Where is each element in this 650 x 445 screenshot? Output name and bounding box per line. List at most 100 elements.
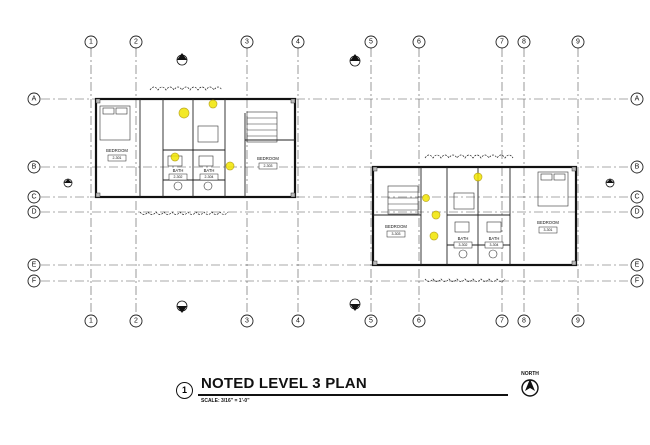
row-bubble-E-left: E: [27, 258, 41, 272]
section-marker-bottom-left: [176, 300, 188, 313]
svg-text:C: C: [31, 194, 36, 201]
revision-cloud-left-top: [149, 86, 223, 91]
stair-right: [387, 185, 419, 215]
section-marker-left-side: [63, 178, 73, 188]
column-bubble-6-bottom: 6: [412, 314, 426, 328]
svg-text:D: D: [31, 209, 36, 216]
drawing-scale: SCALE: 3/16" = 1'-0": [201, 398, 250, 404]
svg-text:1: 1: [89, 39, 93, 46]
section-marker-top-right: [349, 54, 361, 67]
row-bubbles-left: A B C D E F: [27, 92, 41, 288]
svg-text:BATH: BATH: [489, 236, 500, 241]
note-marker: [225, 161, 235, 171]
column-bubble-1-top: 1: [84, 35, 98, 49]
row-bubble-A-right: A: [630, 92, 644, 106]
room-tag-bedroom-3-303: BEDROOM 3-303: [385, 224, 407, 238]
svg-text:BEDROOM: BEDROOM: [106, 148, 128, 153]
svg-text:BEDROOM: BEDROOM: [385, 224, 407, 229]
svg-text:6: 6: [417, 39, 421, 46]
svg-text:3-303: 3-303: [392, 232, 401, 236]
bath-fixtures-left: [167, 125, 219, 191]
note-marker: [429, 231, 439, 241]
svg-text:2: 2: [134, 39, 138, 46]
note-marker: [208, 99, 218, 109]
north-arrow: NORTH: [516, 371, 544, 399]
column-bubble-2-top: 2: [129, 35, 143, 49]
floor-plan-left: BEDROOM 2-301 BEDROOM 2-303 BATH 2-302 B…: [94, 86, 297, 215]
row-bubble-A-left: A: [27, 92, 41, 106]
section-markers: [63, 53, 615, 313]
section-marker-right-side: [605, 178, 615, 188]
svg-text:3: 3: [245, 318, 249, 325]
revision-cloud-right-top: [424, 154, 514, 159]
svg-text:4: 4: [296, 318, 300, 325]
column-bubble-7-bottom: 7: [495, 314, 509, 328]
column-bubbles-bottom: 1 2 3 4 5 6 7 8 9: [84, 314, 585, 328]
column-bubble-6-top: 6: [412, 35, 426, 49]
svg-text:C: C: [634, 194, 639, 201]
svg-text:BATH: BATH: [204, 168, 215, 173]
row-bubble-F-right: F: [630, 274, 644, 288]
svg-text:B: B: [635, 164, 640, 171]
note-marker: [422, 194, 430, 202]
svg-text:BEDROOM: BEDROOM: [537, 220, 559, 225]
svg-text:8: 8: [522, 39, 526, 46]
column-bubble-5-top: 5: [364, 35, 378, 49]
svg-text:F: F: [635, 278, 639, 285]
room-tag-bath-2-302: BATH 2-302: [168, 168, 188, 181]
note-marker: [431, 210, 441, 220]
svg-text:B: B: [32, 164, 37, 171]
note-marker: [178, 107, 190, 119]
svg-text:E: E: [635, 262, 640, 269]
column-bubble-3-bottom: 3: [240, 314, 254, 328]
column-bubble-1-bottom: 1: [84, 314, 98, 328]
room-tag-bedroom-2-303: BEDROOM 2-303: [257, 156, 279, 170]
section-marker-bottom-right: [349, 298, 361, 311]
note-marker: [473, 172, 483, 182]
svg-text:E: E: [32, 262, 37, 269]
room-tag-bedroom-3-301: BEDROOM 3-301: [537, 220, 559, 234]
column-bubble-8-bottom: 8: [517, 314, 531, 328]
column-bubble-9-bottom: 9: [571, 314, 585, 328]
svg-text:5: 5: [369, 318, 373, 325]
svg-text:2-301: 2-301: [113, 156, 122, 160]
svg-text:A: A: [635, 96, 640, 103]
title-underline: [198, 394, 508, 396]
svg-text:2-302: 2-302: [174, 175, 183, 179]
svg-text:4: 4: [296, 39, 300, 46]
stair-left: [246, 111, 278, 143]
row-bubble-B-right: B: [630, 160, 644, 174]
revision-cloud-left-bottom: [139, 211, 229, 215]
room-tag-bedroom-2-301: BEDROOM 2-301: [106, 148, 128, 162]
floor-plan-right: BEDROOM 3-303 BEDROOM 3-301 BATH 3-302 B…: [371, 154, 578, 282]
revision-cloud-right-bottom: [424, 278, 506, 282]
svg-text:D: D: [634, 209, 639, 216]
drawing-title-block: 1 NOTED LEVEL 3 PLAN SCALE: 3/16" = 1'-0…: [176, 368, 508, 408]
north-label: NORTH: [521, 371, 539, 377]
svg-text:7: 7: [500, 39, 504, 46]
bed-right: [537, 171, 569, 207]
svg-text:3-301: 3-301: [544, 228, 553, 232]
row-bubble-F-left: F: [27, 274, 41, 288]
column-bubble-4-bottom: 4: [291, 314, 305, 328]
room-tag-bath-3-302: BATH 3-302: [453, 236, 473, 249]
svg-text:9: 9: [576, 39, 580, 46]
svg-text:6: 6: [417, 318, 421, 325]
column-bubble-3-top: 3: [240, 35, 254, 49]
row-bubble-D-right: D: [630, 205, 644, 219]
row-bubble-B-left: B: [27, 160, 41, 174]
svg-text:7: 7: [500, 318, 504, 325]
drawing-title: NOTED LEVEL 3 PLAN: [201, 375, 367, 392]
svg-text:8: 8: [522, 318, 526, 325]
north-arrow-icon: [521, 379, 539, 397]
svg-text:BEDROOM: BEDROOM: [257, 156, 279, 161]
svg-text:2: 2: [134, 318, 138, 325]
section-marker-top-left: [176, 53, 188, 66]
row-bubble-C-right: C: [630, 190, 644, 204]
column-bubbles-top: 1 2 3 4 5 6 7 8 9: [84, 35, 585, 49]
room-tag-bath-2-304: BATH 2-304: [199, 168, 219, 181]
bath-fixtures-right: [453, 192, 502, 259]
column-bubble-2-bottom: 2: [129, 314, 143, 328]
column-bubble-8-top: 8: [517, 35, 531, 49]
